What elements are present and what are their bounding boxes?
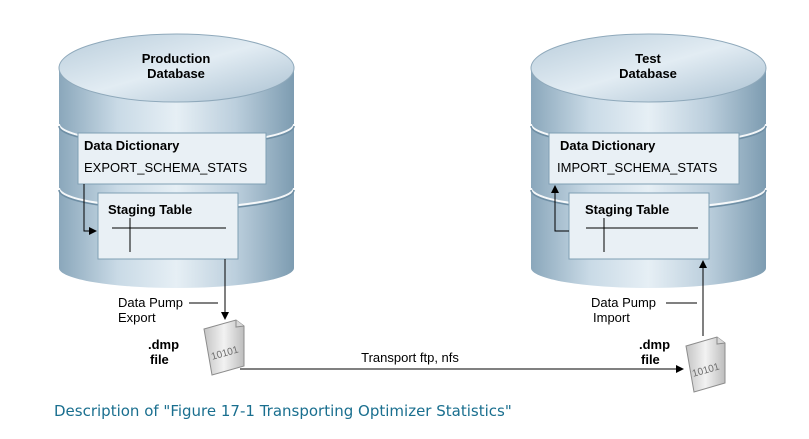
production-dictionary-procedure: EXPORT_SCHEMA_STATS [84, 160, 248, 175]
test-title-line2: Database [619, 66, 677, 81]
production-title-line1: Production [142, 51, 211, 66]
production-pump-label-line2: Export [118, 310, 156, 325]
test-staging-title: Staging Table [585, 202, 669, 217]
production-export-flow-arrow [83, 184, 97, 235]
production-dictionary-title: Data Dictionary [84, 138, 180, 153]
test-staging-table-box: Staging Table [568, 192, 710, 260]
test-data-dictionary-box: Data Dictionary IMPORT_SCHEMA_STATS [548, 132, 740, 185]
production-data-dictionary-box: Data Dictionary EXPORT_SCHEMA_STATS [77, 132, 267, 185]
test-title-line1: Test [635, 51, 661, 66]
test-dmp-file-icon: 10101 [685, 336, 726, 393]
test-dictionary-title: Data Dictionary [560, 138, 656, 153]
production-staging-table-box: Staging Table [97, 192, 239, 260]
production-database: Production Database Data Dictionary EXPO… [58, 33, 295, 288]
test-file-label-line2: file [641, 352, 660, 367]
production-file-label-line2: file [150, 352, 169, 367]
transport-label: Transport ftp, nfs [361, 350, 459, 365]
test-file-label-line1: .dmp [639, 337, 670, 352]
production-staging-title: Staging Table [108, 202, 192, 217]
test-pump-label-line1: Data Pump [591, 295, 656, 310]
production-pump-label-line1: Data Pump [118, 295, 183, 310]
test-dictionary-procedure: IMPORT_SCHEMA_STATS [557, 160, 718, 175]
test-database: Test Database Data Dictionary IMPORT_SCH… [530, 33, 767, 288]
figure-description-link[interactable]: Description of "Figure 17-1 Transporting… [54, 402, 512, 420]
production-dmp-file-icon: 10101 [203, 319, 245, 376]
production-file-label-line1: .dmp [148, 337, 179, 352]
statistics-transport-diagram: Production Database Data Dictionary EXPO… [58, 33, 767, 393]
test-pump-label-line2: Import [593, 310, 630, 325]
production-title-line2: Database [147, 66, 205, 81]
test-import-flow-arrow [551, 185, 569, 232]
